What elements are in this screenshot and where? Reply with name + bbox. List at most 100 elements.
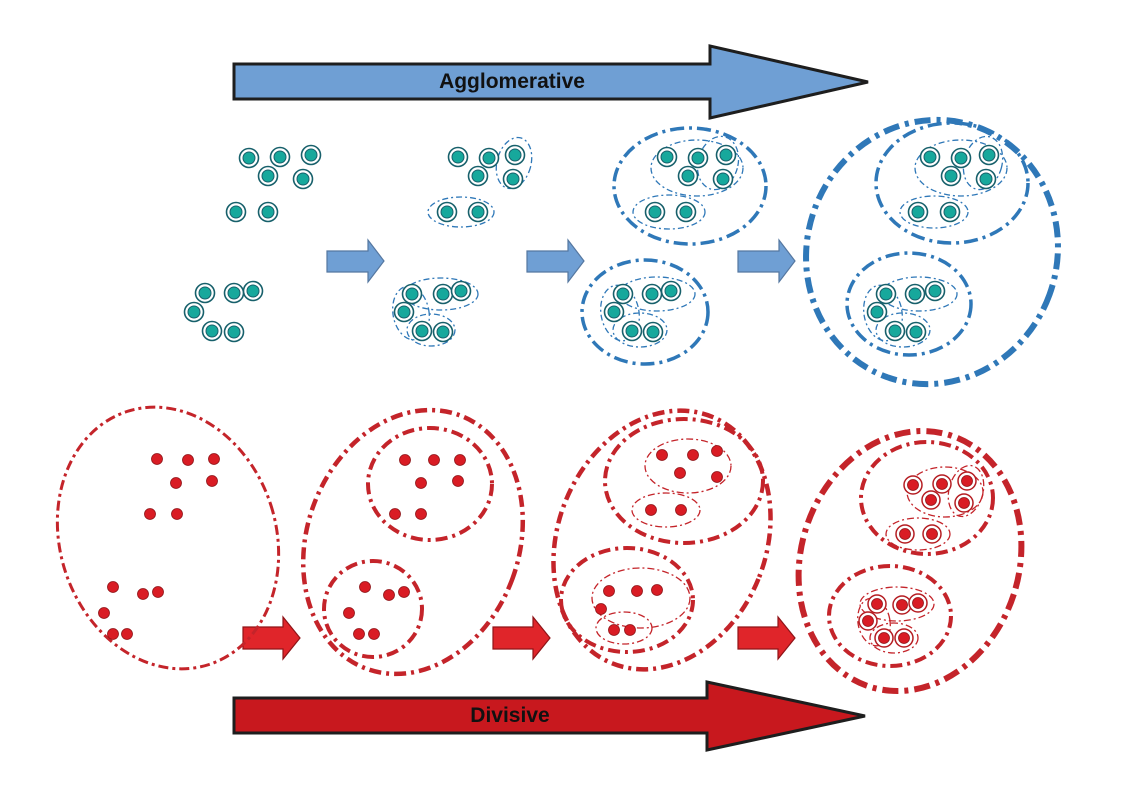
step-arrow-red-2 [492, 615, 551, 661]
blue-step2-point-0 [451, 150, 465, 164]
red-step4-subcluster-4 [869, 622, 919, 654]
blue-step1-point-11 [205, 324, 219, 338]
red-step4-point-0 [907, 479, 919, 491]
red-step4-point-12 [898, 632, 910, 644]
blue-step4-point-2 [982, 148, 996, 162]
red-step4-point-7 [871, 598, 883, 610]
red-step2-point-8 [383, 589, 395, 601]
divisive-cluster-boundaries [55, 405, 1025, 694]
blue-step1-point-3 [261, 169, 275, 183]
blue-step1-point-1 [273, 150, 287, 164]
blue-step4-point-12 [909, 325, 923, 339]
blue-step1-point-0 [242, 151, 256, 165]
red-step1-point-10 [98, 607, 110, 619]
red-step3-point-6 [675, 504, 687, 516]
blue-step2-point-11 [415, 324, 429, 338]
blue-step2-point-2 [508, 148, 522, 162]
red-step2-point-4 [452, 475, 464, 487]
red-step1-point-1 [182, 454, 194, 466]
red-step4-point-3 [925, 494, 937, 506]
agglomerative-label: Agglomerative [439, 70, 585, 93]
step-arrow-blue-1 [326, 238, 385, 284]
red-step3-point-12 [624, 624, 636, 636]
red-step2-point-2 [454, 454, 466, 466]
red-step2-point-1 [428, 454, 440, 466]
red-step4-point-10 [862, 615, 874, 627]
blue-step2-point-9 [454, 284, 468, 298]
blue-step4-point-6 [943, 205, 957, 219]
red-step1-point-2 [208, 453, 220, 465]
blue-step2-point-1 [482, 151, 496, 165]
red-step2-cluster-bottom [322, 559, 424, 659]
blue-step4-point-0 [923, 150, 937, 164]
blue-step4-point-3 [944, 169, 958, 183]
blue-step4-subcluster-4 [875, 312, 931, 348]
red-step1-point-4 [206, 475, 218, 487]
blue-step3-point-7 [616, 287, 630, 301]
blue-step4-point-10 [870, 305, 884, 319]
blue-step4-point-1 [954, 151, 968, 165]
blue-step3-point-6 [679, 205, 693, 219]
blue-step4-subcluster-1 [899, 195, 969, 229]
red-step2-point-5 [389, 508, 401, 520]
red-step4-point-6 [926, 528, 938, 540]
blue-step1-point-6 [261, 205, 275, 219]
red-step3-cluster-bottom [559, 546, 695, 654]
red-step4-cluster-all [795, 428, 1025, 694]
red-step2-cluster-top [366, 426, 494, 542]
red-step1-point-0 [151, 453, 163, 465]
blue-step3-point-10 [607, 305, 621, 319]
blue-step4-cluster-all [803, 116, 1061, 388]
red-step3-point-11 [608, 624, 620, 636]
red-step4-point-5 [899, 528, 911, 540]
red-step3-point-2 [711, 445, 723, 457]
red-step2-point-0 [399, 454, 411, 466]
blue-step3-point-8 [645, 287, 659, 301]
red-step1-cluster-all [55, 405, 281, 671]
red-step4-point-8 [896, 599, 908, 611]
red-step4-point-4 [958, 497, 970, 509]
red-step4-subcluster-0 [906, 466, 984, 518]
red-step3-point-8 [631, 585, 643, 597]
red-step4-subcluster-5 [947, 464, 985, 518]
divisive-arrow: Divisive [232, 680, 866, 752]
blue-step1-point-2 [304, 148, 318, 162]
red-step4-subcluster-1 [885, 517, 951, 551]
agglomerative-arrow: Agglomerative [232, 44, 869, 120]
blue-step2-cluster-3 [392, 285, 430, 341]
blue-step2-cluster-0 [495, 136, 533, 190]
blue-step3-cluster-top [612, 126, 768, 246]
blue-step4-point-5 [911, 205, 925, 219]
agglomerative-points [183, 144, 1000, 343]
blue-step3-point-9 [664, 284, 678, 298]
blue-step3-subcluster-3 [600, 284, 640, 342]
red-step3-subcluster-3 [595, 611, 653, 645]
red-step2-point-9 [398, 586, 410, 598]
step-arrow-red-1 [242, 615, 301, 661]
divisive-step-arrows [242, 615, 796, 661]
red-step1-point-8 [137, 588, 149, 600]
blue-step4-point-8 [908, 287, 922, 301]
red-step3-point-7 [603, 585, 615, 597]
red-step3-point-5 [645, 504, 657, 516]
red-step2-point-3 [415, 477, 427, 489]
red-step4-cluster-bottom [827, 564, 953, 668]
blue-step2-point-12 [436, 325, 450, 339]
blue-step3-subcluster-5 [650, 139, 744, 197]
blue-step4-point-9 [928, 284, 942, 298]
red-step1-point-12 [121, 628, 133, 640]
blue-step2-cluster-1 [427, 196, 495, 228]
red-step4-point-11 [878, 632, 890, 644]
red-step3-point-9 [651, 584, 663, 596]
blue-step3-subcluster-1 [632, 194, 706, 230]
blue-step3-cluster-bottom [580, 258, 710, 366]
red-step2-cluster-all [300, 407, 526, 677]
blue-step1-point-10 [187, 305, 201, 319]
blue-step3-subcluster-4 [612, 312, 668, 348]
red-step1-point-9 [152, 586, 164, 598]
red-step1-point-5 [144, 508, 156, 520]
blue-step4-point-4 [979, 172, 993, 186]
step-arrow-blue-2 [526, 238, 585, 284]
blue-step2-point-4 [506, 172, 520, 186]
